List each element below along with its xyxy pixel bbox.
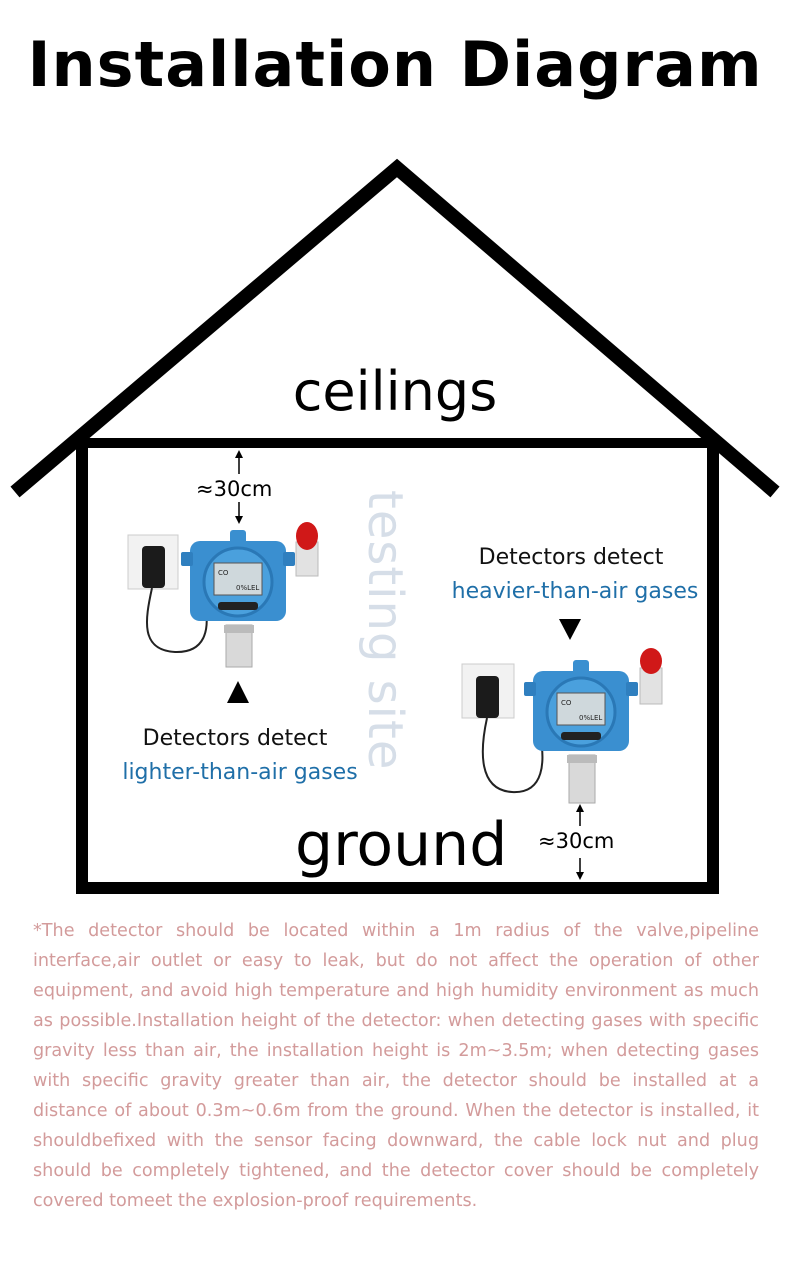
ground-label: ground bbox=[295, 810, 508, 880]
bottom-distance-arrow bbox=[576, 804, 584, 880]
up-triangle-marker bbox=[227, 681, 249, 703]
right-detector-caption: Detectors detect bbox=[478, 545, 664, 570]
ceilings-label: ceilings bbox=[292, 360, 498, 423]
right-screen-unit: 0%LEL bbox=[579, 714, 602, 722]
left-detector-assembly bbox=[127, 522, 319, 668]
right-detector-gas: heavier-than-air gases bbox=[451, 579, 699, 604]
watermark: testing site bbox=[343, 490, 433, 790]
power-adapter bbox=[476, 676, 499, 718]
watermark-text: testing site bbox=[357, 490, 413, 771]
left-screen-gas: CO bbox=[218, 569, 229, 577]
down-triangle-marker bbox=[559, 619, 581, 640]
power-adapter bbox=[142, 546, 165, 588]
right-screen-gas: CO bbox=[561, 699, 572, 707]
top-distance-label: ≈30cm bbox=[196, 477, 273, 501]
left-screen-unit: 0%LEL bbox=[236, 584, 259, 592]
alarm-light bbox=[296, 522, 318, 550]
lcd-screen bbox=[556, 692, 606, 726]
house-walls bbox=[76, 443, 719, 894]
left-detector-caption: Detectors detect bbox=[142, 726, 328, 751]
right-detector-assembly bbox=[461, 648, 663, 804]
top-distance-arrow bbox=[235, 450, 243, 524]
lcd-screen bbox=[213, 562, 263, 596]
roof-outline bbox=[10, 158, 780, 498]
alarm-light bbox=[640, 648, 662, 674]
left-detector-gas: lighter-than-air gases bbox=[122, 760, 358, 785]
page-title: Installation Diagram bbox=[27, 28, 763, 101]
installation-note: *The detector should be located within a… bbox=[33, 921, 759, 1211]
bottom-distance-label: ≈30cm bbox=[538, 829, 615, 853]
cable bbox=[481, 717, 544, 794]
cable bbox=[145, 587, 208, 654]
